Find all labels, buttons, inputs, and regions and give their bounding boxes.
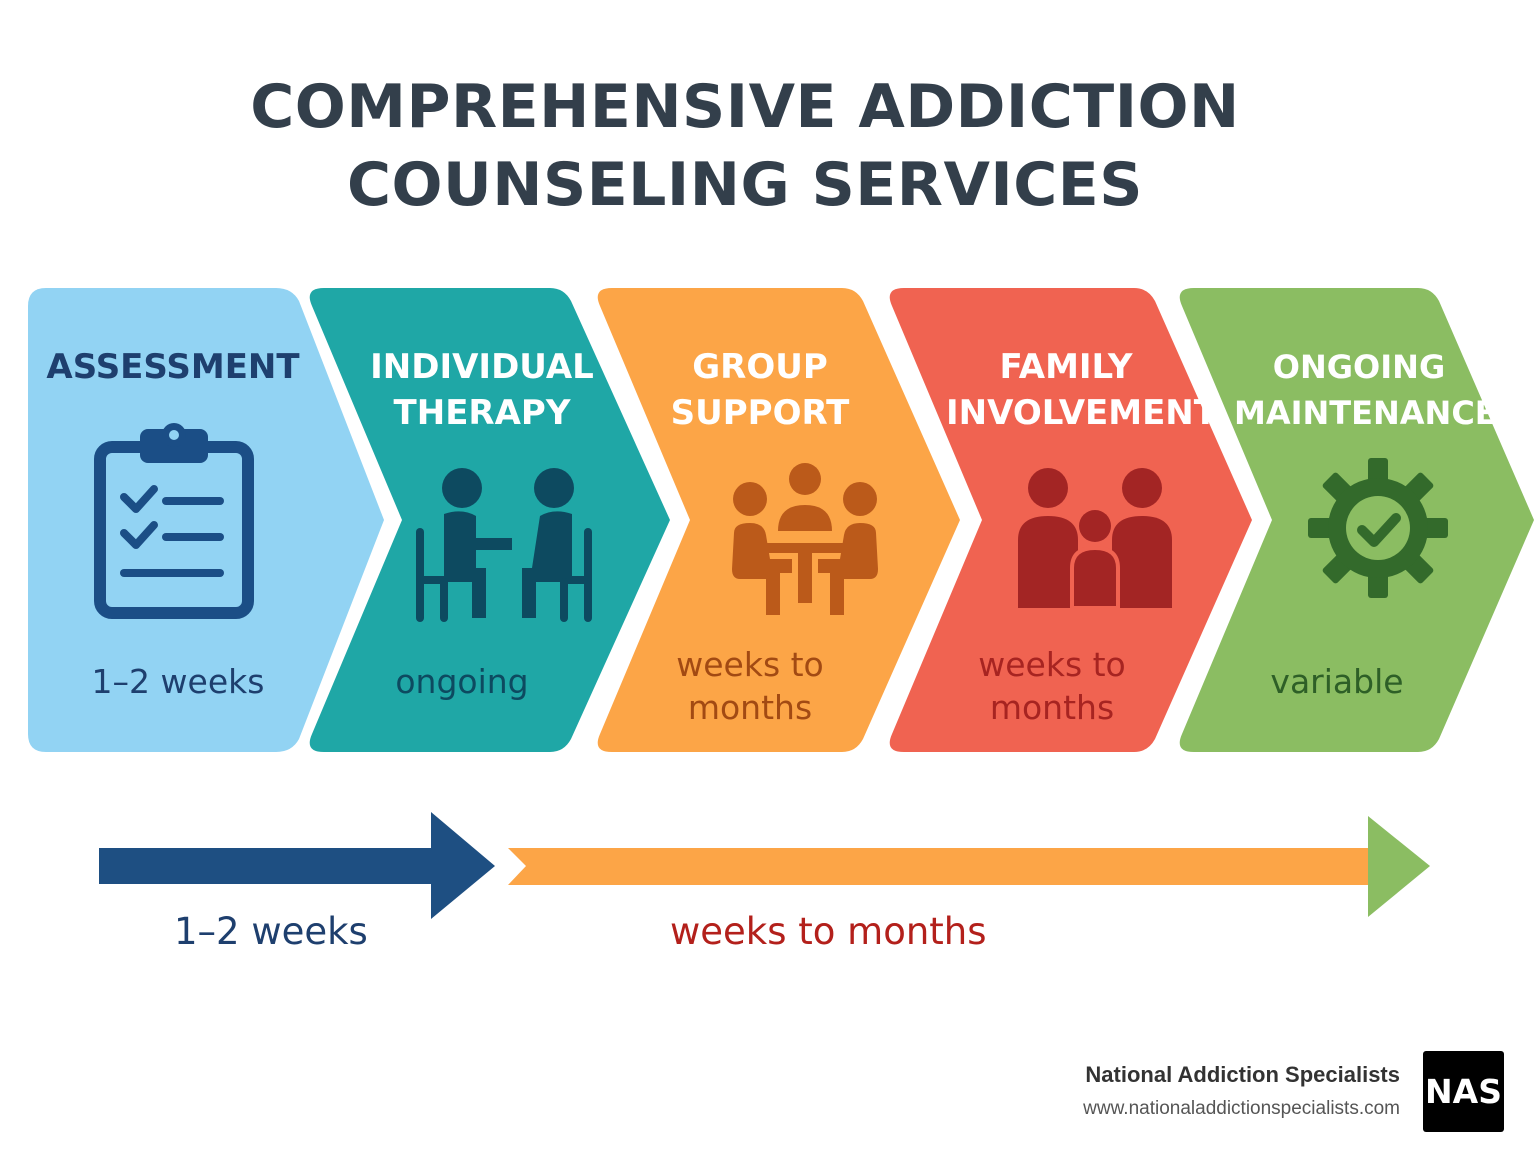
page-title: COMPREHENSIVE ADDICTION COUNSELING SERVI…: [0, 68, 1490, 224]
stage-name-line-1: ASSESSMENT: [46, 347, 300, 387]
timeline-arrows: [99, 812, 1430, 919]
stage-duration-line-2: months: [687, 688, 813, 727]
stage-chevron: [28, 288, 384, 752]
stage-duration: weeks to months: [882, 643, 1222, 729]
stage-duration-line-2: months: [989, 688, 1115, 727]
nas-logo: NAS: [1423, 1051, 1504, 1132]
stage-1: ASSESSMENT 1–2 weeks: [28, 288, 384, 752]
stage-name-line-1: INDIVIDUAL: [370, 347, 594, 387]
stage-chevron: [597, 288, 960, 752]
stage-name-line-1: GROUP: [692, 347, 828, 387]
timeline-long-bar: [508, 848, 1371, 885]
stage-name-line-1: ONGOING: [1272, 348, 1446, 386]
timeline-end-arrowhead: [1368, 816, 1430, 917]
stage-duration: weeks to months: [590, 643, 910, 729]
family-icon: [1018, 468, 1172, 612]
stage-duration-line-1: variable: [1270, 662, 1404, 701]
stage-duration-line-1: ongoing: [395, 662, 529, 701]
stage-2: INDIVIDUAL THERAPY ongoing: [302, 288, 672, 752]
clipboard-checklist-icon: [94, 423, 254, 627]
stage-3: GROUP SUPPORT weeks to months: [590, 288, 962, 752]
stage-name-line-2: THERAPY: [393, 393, 571, 433]
stage-name-line-2: SUPPORT: [670, 393, 850, 433]
stage-name-line-2: MAINTENANCE: [1234, 394, 1497, 432]
stage-name: ASSESSMENT: [28, 344, 318, 390]
timeline-short-arrow: [99, 812, 495, 919]
stage-chevron: [889, 288, 1252, 752]
stage-chevron: [309, 288, 670, 752]
organization-url: www.nationaladdictionspecialists.com: [1083, 1098, 1400, 1119]
stage-name-line-1: FAMILY: [999, 347, 1133, 387]
stage-duration: ongoing: [302, 660, 622, 703]
stage-duration: 1–2 weeks: [28, 660, 328, 703]
counseling-session-icon: [414, 468, 594, 632]
timeline: 1–2 weeks weeks to months: [0, 800, 1536, 953]
timeline-short-label: 1–2 weeks: [174, 910, 368, 953]
logo-mark: NAS: [1425, 1072, 1502, 1111]
stage-duration-line-1: weeks to: [676, 645, 824, 684]
stage-5: ONGOING MAINTENANCE variable: [1172, 288, 1536, 752]
stage-name-line-2: INVOLVEMENT: [946, 393, 1217, 433]
stage-name: FAMILY INVOLVEMENT: [946, 344, 1217, 436]
stage-name: GROUP SUPPORT: [650, 344, 870, 436]
gear-check-icon: [1308, 458, 1448, 602]
stage-name: INDIVIDUAL THERAPY: [362, 344, 602, 436]
organization-name: National Addiction Specialists: [1085, 1062, 1400, 1087]
stage-duration: variable: [1172, 660, 1502, 703]
stage-name: ONGOING MAINTENANCE: [1234, 344, 1497, 436]
stage-4: FAMILY INVOLVEMENT weeks to months: [882, 288, 1254, 752]
stage-duration-line-1: 1–2 weeks: [91, 662, 265, 701]
stage-duration-line-1: weeks to: [978, 645, 1126, 684]
logo-text: NAS: [1425, 1072, 1502, 1111]
group-meeting-icon: [730, 463, 880, 627]
title-line-1: COMPREHENSIVE ADDICTION: [250, 72, 1240, 142]
timeline-long-label: weeks to months: [670, 910, 987, 953]
title-line-2: COUNSELING SERVICES: [347, 150, 1143, 220]
